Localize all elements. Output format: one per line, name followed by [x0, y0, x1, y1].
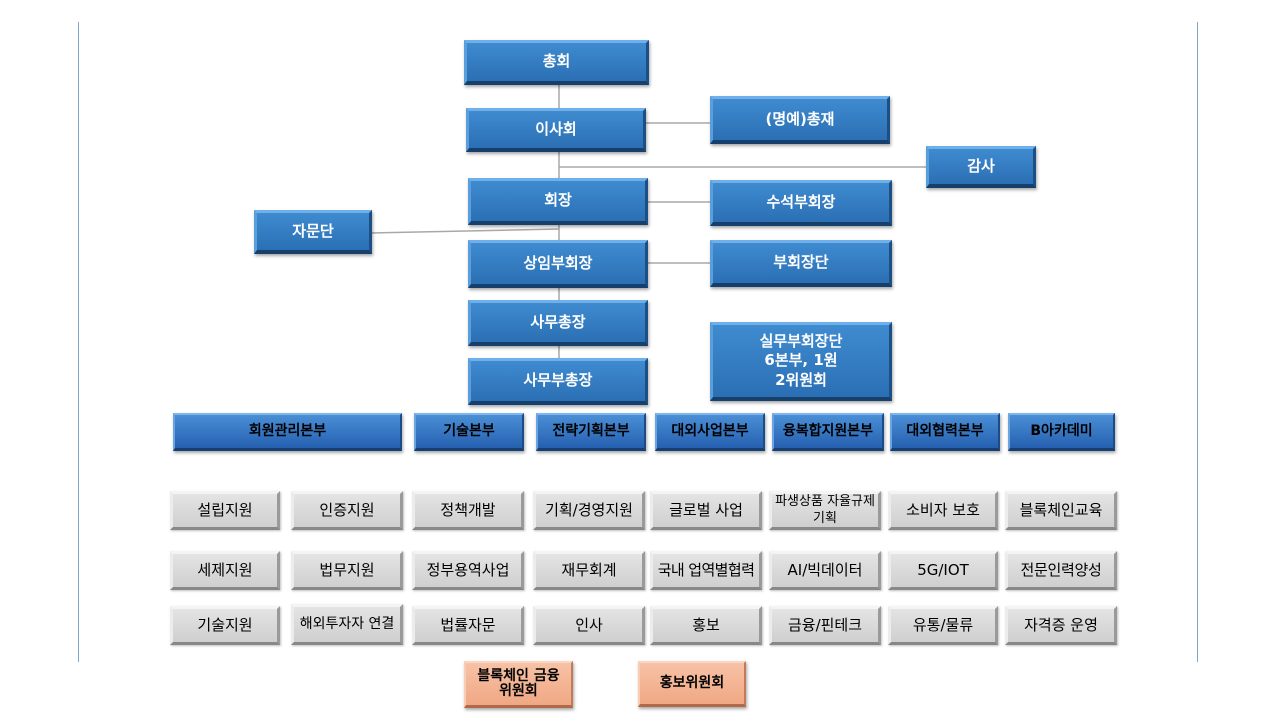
dept-external-business: 대외사업본부 — [655, 413, 765, 451]
team-certification-support: 인증지원 — [291, 491, 403, 530]
honorary-president-box: (명예)총재 — [710, 96, 890, 144]
chairman-box: 회장 — [468, 178, 648, 225]
vice-chairmen-box: 부회장단 — [710, 240, 892, 287]
team-finance-fintech: 금융/핀테크 — [769, 606, 881, 645]
team-human-resources: 인사 — [533, 606, 645, 645]
right-frame-line — [1197, 22, 1198, 662]
working-vice-chairmen-box: 실무부회장단 6본부, 1원 2위원회 — [710, 322, 892, 401]
team-legal-support: 법무지원 — [291, 551, 403, 590]
working-vice-chairmen-line-3: 2위원회 — [775, 370, 827, 389]
advisory-group-connector — [371, 228, 560, 234]
board-box: 이사회 — [466, 108, 646, 152]
deputy-secretary-general-box: 사무부총장 — [468, 358, 648, 405]
standing-vice-chairman-box: 상임부회장 — [468, 240, 648, 288]
team-blockchain-education: 블록체인교육 — [1005, 491, 1117, 530]
team-technology-support: 기술지원 — [170, 606, 280, 645]
dept-b-academy: B아카데미 — [1008, 413, 1115, 451]
team-5g-iot: 5G/IOT — [888, 551, 998, 590]
dept-convergence-support: 융복합지원본부 — [772, 413, 884, 451]
secretary-general-box: 사무총장 — [468, 300, 648, 346]
team-certification-operation: 자격증 운영 — [1005, 606, 1117, 645]
team-distribution-logistics: 유통/물류 — [888, 606, 998, 645]
team-tax-support: 세제지원 — [170, 551, 280, 590]
team-consumer-protection: 소비자 보호 — [888, 491, 998, 530]
dept-technology: 기술본부 — [414, 413, 524, 451]
committee-public-relations: 홍보위원회 — [638, 661, 746, 707]
general-assembly-box: 총회 — [464, 40, 649, 85]
team-derivatives-self-regulation: 파생상품 자율규제기획 — [769, 491, 881, 530]
committee-blockchain-finance: 블록체인 금융위원회 — [464, 661, 573, 708]
dept-member-management: 회원관리본부 — [173, 413, 402, 451]
team-professional-training: 전문인력양성 — [1005, 551, 1117, 590]
advisory-group-box: 자문단 — [254, 210, 372, 254]
auditor-box: 감사 — [926, 146, 1036, 188]
team-foreign-investor-connection: 해외투자자 연결 — [291, 604, 403, 645]
working-vice-chairmen-line-1: 실무부회장단 — [759, 331, 843, 350]
team-global-business: 글로벌 사업 — [650, 491, 762, 530]
team-policy-development: 정책개발 — [412, 491, 524, 530]
team-establishment-support: 설립지원 — [170, 491, 280, 530]
team-domestic-cooperation: 국내 업역별협력 — [650, 551, 762, 590]
left-frame-line — [78, 22, 79, 662]
working-vice-chairmen-line-2: 6본부, 1원 — [764, 351, 838, 370]
dept-strategy-planning: 전략기획본부 — [536, 413, 646, 451]
team-finance-accounting: 재무회계 — [533, 551, 645, 590]
team-government-contract: 정부용역사업 — [412, 551, 524, 590]
team-ai-bigdata: AI/빅데이터 — [769, 551, 881, 590]
senior-vice-chairman-box: 수석부회장 — [710, 180, 892, 226]
team-legal-advice: 법률자문 — [412, 606, 524, 645]
team-planning-management: 기획/경영지원 — [533, 491, 645, 530]
team-public-relations: 홍보 — [650, 606, 762, 645]
dept-external-cooperation: 대외협력본부 — [890, 413, 1000, 451]
